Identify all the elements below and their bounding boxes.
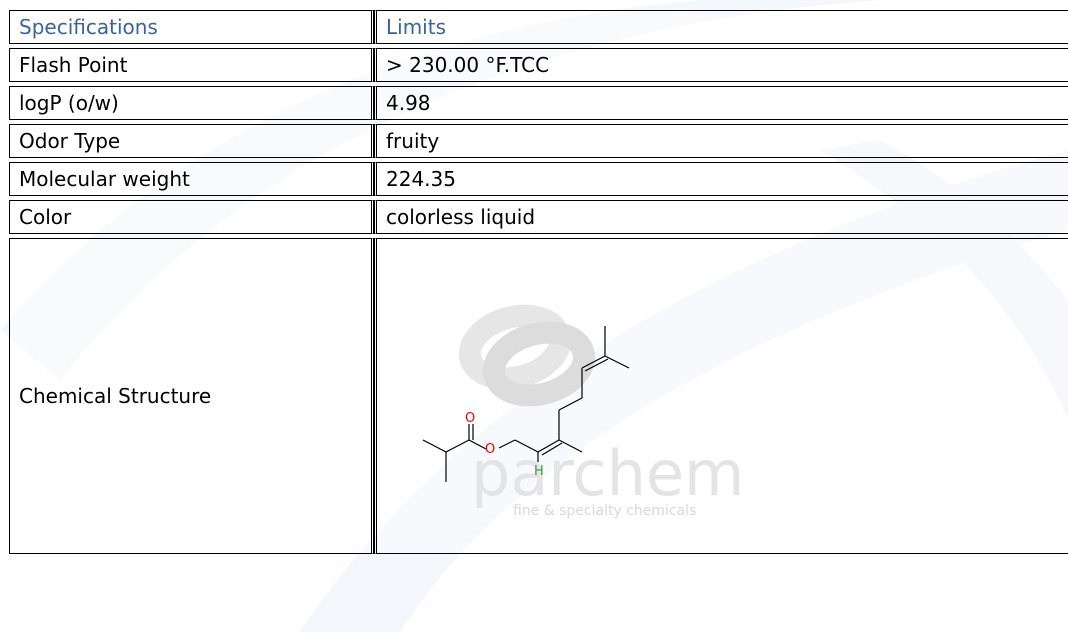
table-header-row: Specifications Limits (9, 10, 1068, 44)
spec-name: logP (o/w) (9, 86, 374, 120)
table-row: Odor Type fruity (9, 124, 1068, 158)
rings-logo-icon (458, 304, 596, 407)
spec-name: Odor Type (9, 124, 374, 158)
spec-name: Flash Point (9, 48, 374, 82)
spec-name: Molecular weight (9, 162, 374, 196)
table-row: Flash Point > 230.00 °F.TCC (9, 48, 1068, 82)
specifications-table: Specifications Limits Flash Point > 230.… (9, 10, 1068, 554)
table-row: Molecular weight 224.35 (9, 162, 1068, 196)
atom-h: H (534, 464, 544, 479)
header-specifications: Specifications (9, 10, 374, 44)
spec-name: Color (9, 200, 374, 234)
brand-name: parchem (471, 437, 744, 510)
brand-tagline: fine & specialty chemicals (513, 503, 696, 519)
parchem-logo-watermark: parchem fine & specialty chemicals (458, 304, 744, 519)
spec-limit: > 230.00 °F.TCC (374, 48, 1068, 82)
spec-limit: 224.35 (374, 162, 1068, 196)
spec-limit: 4.98 (374, 86, 1068, 120)
atom-o-ester: O (485, 442, 495, 457)
spec-limit: fruity (374, 124, 1068, 158)
spec-limit: colorless liquid (374, 200, 1068, 234)
molecule-structure-image: O O H (422, 326, 630, 482)
atom-o-carbonyl: O (465, 411, 475, 426)
table-row: logP (o/w) 4.98 (9, 86, 1068, 120)
structure-row: Chemical Structure parchem fine & specia… (9, 238, 1068, 554)
structure-cell: parchem fine & specialty chemicals (374, 238, 1068, 554)
header-limits: Limits (374, 10, 1068, 44)
table-row: Color colorless liquid (9, 200, 1068, 234)
molecule-bonds (422, 326, 630, 482)
structure-label: Chemical Structure (9, 238, 374, 554)
